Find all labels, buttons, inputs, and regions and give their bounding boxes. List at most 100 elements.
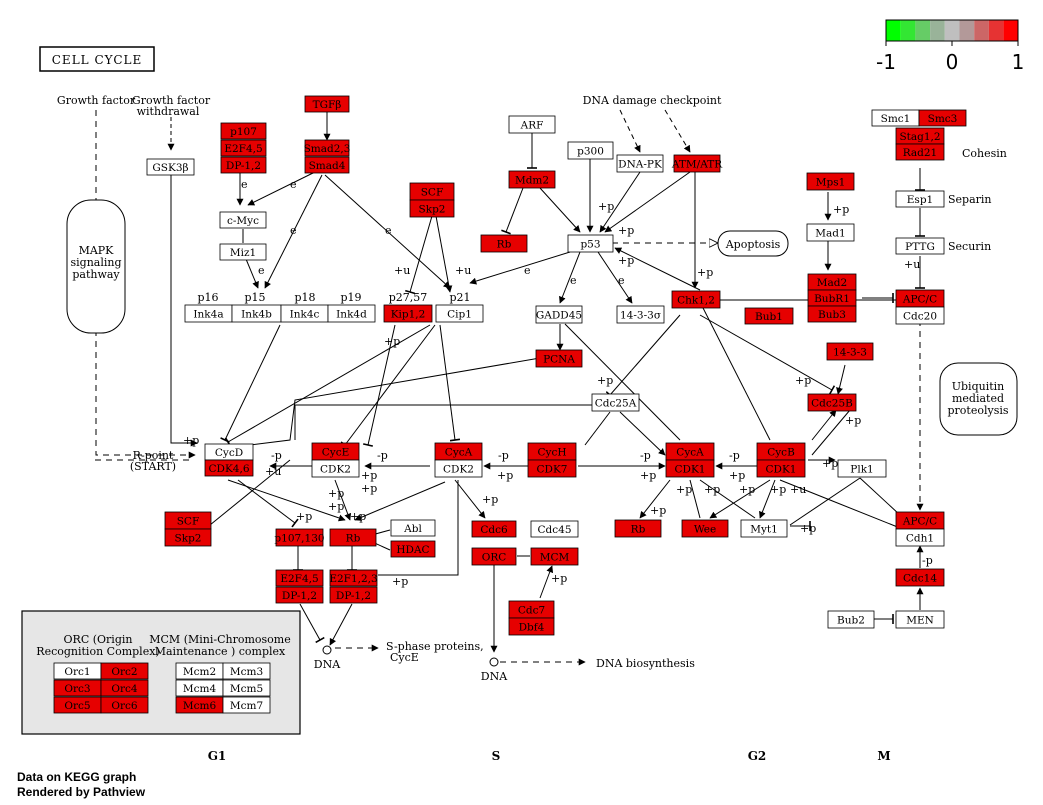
gene-box-mcm7[interactable]	[222, 696, 271, 714]
gene-node-dp12b[interactable]: DP-1,2	[275, 586, 324, 604]
gene-node-rb2[interactable]: Rb	[329, 528, 377, 547]
gene-node-mad1[interactable]: Mad1	[806, 223, 855, 242]
gene-node-mad2[interactable]: Mad2	[807, 273, 857, 291]
gene-box-mad1[interactable]	[806, 223, 855, 242]
gene-node-cycb[interactable]: CycB	[756, 442, 806, 461]
gene-node-cip1[interactable]: Cip1	[435, 304, 484, 323]
gene-node-e2f123[interactable]: E2F1,2,3	[329, 569, 378, 587]
gene-node-p53[interactable]: p53	[567, 234, 614, 253]
gene-box-s1433b[interactable]	[826, 342, 874, 361]
gene-node-scf1[interactable]: SCF	[409, 182, 455, 201]
gene-node-mcm4[interactable]: Mcm4	[175, 679, 224, 697]
gene-box-esp1[interactable]	[895, 190, 945, 208]
gene-node-mcm7[interactable]: Mcm7	[222, 696, 271, 714]
gene-box-cdc45[interactable]	[530, 520, 579, 538]
gene-box-dp12a[interactable]	[220, 156, 267, 174]
gene-box-cdk2a[interactable]	[311, 459, 360, 478]
gene-node-mcm2[interactable]: Mcm2	[175, 662, 224, 680]
gene-box-gadd45[interactable]	[535, 305, 583, 324]
gene-box-p107130[interactable]	[275, 528, 324, 547]
gene-box-pcna[interactable]	[535, 349, 583, 368]
gene-node-e2f45a[interactable]: E2F4,5	[220, 139, 267, 157]
gene-node-mcm6[interactable]: Mcm6	[175, 696, 224, 714]
gene-box-rad21[interactable]	[895, 143, 945, 161]
gene-box-cdk7[interactable]	[527, 459, 577, 478]
gene-box-e2f123[interactable]	[329, 569, 378, 587]
gene-box-ink4d[interactable]	[327, 304, 376, 323]
gene-node-pttg[interactable]: PTTG	[895, 237, 945, 255]
gene-node-smad23[interactable]: Smad2,3	[304, 139, 351, 157]
gene-node-cdk2b[interactable]: CDK2	[434, 459, 483, 478]
gene-node-s1433b[interactable]: 14-3-3	[826, 342, 874, 361]
gene-box-cdk46[interactable]	[204, 459, 254, 477]
gene-node-dbf4[interactable]: Dbf4	[508, 617, 555, 636]
gene-box-mdm2[interactable]	[508, 170, 556, 189]
gene-node-apcc1[interactable]: APC/C	[895, 289, 945, 308]
gene-node-bubr1[interactable]: BubR1	[807, 289, 857, 307]
gene-node-bub3[interactable]: Bub3	[807, 305, 857, 323]
gene-box-orc2[interactable]	[100, 662, 149, 680]
gene-node-ink4b[interactable]: Ink4b	[231, 304, 282, 323]
gene-box-rb3[interactable]	[614, 519, 662, 538]
gene-node-arf[interactable]: ARF	[508, 115, 556, 134]
gene-node-tgfb[interactable]: TGFβ	[304, 95, 350, 113]
gene-node-orc5[interactable]: Orc5	[53, 696, 102, 714]
gene-node-cdc25b[interactable]: Cdc25B	[807, 393, 857, 412]
gene-node-orc4[interactable]: Orc4	[100, 679, 149, 697]
gene-node-smad4[interactable]: Smad4	[304, 156, 350, 174]
gene-box-miz1[interactable]	[219, 243, 267, 261]
gene-node-orc6[interactable]: Orc6	[100, 696, 149, 714]
gene-node-cdc25a[interactable]: Cdc25A	[591, 393, 640, 412]
gene-node-dp12c[interactable]: DP-1,2	[329, 586, 378, 604]
gene-box-pttg[interactable]	[895, 237, 945, 255]
gene-box-cdc14[interactable]	[895, 568, 945, 587]
gene-node-cdk7[interactable]: CDK7	[527, 459, 577, 478]
gene-box-rb2[interactable]	[329, 528, 377, 547]
gene-node-cdh1[interactable]: Cdh1	[895, 528, 945, 547]
gene-box-bub2[interactable]	[827, 610, 875, 629]
gene-box-cdc6[interactable]	[471, 520, 517, 538]
gene-node-cycd[interactable]: CycD	[204, 443, 254, 461]
gene-node-cdk1a[interactable]: CDK1	[665, 459, 715, 478]
gene-box-cdc25b[interactable]	[807, 393, 857, 412]
gene-box-cdc25a[interactable]	[591, 393, 640, 412]
gene-box-smad4[interactable]	[304, 156, 350, 174]
gene-box-dnapk[interactable]	[616, 154, 664, 173]
gene-box-orc4[interactable]	[100, 679, 149, 697]
gene-node-p107[interactable]: p107	[220, 122, 267, 140]
gene-box-mcm3[interactable]	[222, 662, 271, 680]
gene-node-dnapk[interactable]: DNA-PK	[616, 154, 664, 173]
gene-box-bub1[interactable]	[744, 307, 794, 325]
gene-node-kip12[interactable]: Kip1,2	[383, 304, 433, 323]
gene-node-smc1[interactable]: Smc1	[871, 109, 920, 127]
gene-node-p107130[interactable]: p107,130	[274, 528, 325, 547]
gene-node-cmyc[interactable]: c-Myc	[219, 211, 267, 229]
gene-node-skp2a[interactable]: Skp2	[409, 199, 455, 218]
gene-node-smc3[interactable]: Smc3	[918, 109, 967, 127]
gene-node-hdac[interactable]: HDAC	[390, 540, 436, 558]
gene-box-e2f45a[interactable]	[220, 139, 267, 157]
gene-node-orc1[interactable]: Orc1	[53, 662, 102, 680]
gene-box-dbf4[interactable]	[508, 617, 555, 636]
gene-node-scf2[interactable]: SCF	[164, 511, 212, 530]
gene-node-bub1[interactable]: Bub1	[744, 307, 794, 325]
gene-box-skp2a[interactable]	[409, 199, 455, 218]
gene-box-myt1[interactable]	[740, 519, 788, 538]
gene-box-smad23[interactable]	[304, 139, 350, 157]
gene-box-chk12[interactable]	[671, 290, 721, 309]
gene-node-apcc2[interactable]: APC/C	[895, 511, 945, 530]
gene-node-cdc45[interactable]: Cdc45	[530, 520, 579, 538]
gene-box-gsk3b[interactable]	[146, 158, 195, 176]
gene-node-wee[interactable]: Wee	[681, 519, 729, 538]
gene-box-e2f45b[interactable]	[275, 569, 324, 587]
gene-node-gadd45[interactable]: GADD45	[535, 305, 583, 324]
gene-box-rb1[interactable]	[480, 234, 528, 253]
gene-box-atmatr[interactable]	[673, 154, 721, 173]
gene-node-cdc14[interactable]: Cdc14	[895, 568, 945, 587]
gene-box-s1433[interactable]	[616, 305, 665, 324]
gene-node-mcm[interactable]: MCM	[530, 547, 579, 566]
gene-node-rb1[interactable]: Rb	[480, 234, 528, 253]
gene-node-skp2b[interactable]: Skp2	[164, 528, 212, 547]
gene-node-ink4d[interactable]: Ink4d	[327, 304, 376, 323]
gene-node-miz1[interactable]: Miz1	[219, 243, 267, 261]
